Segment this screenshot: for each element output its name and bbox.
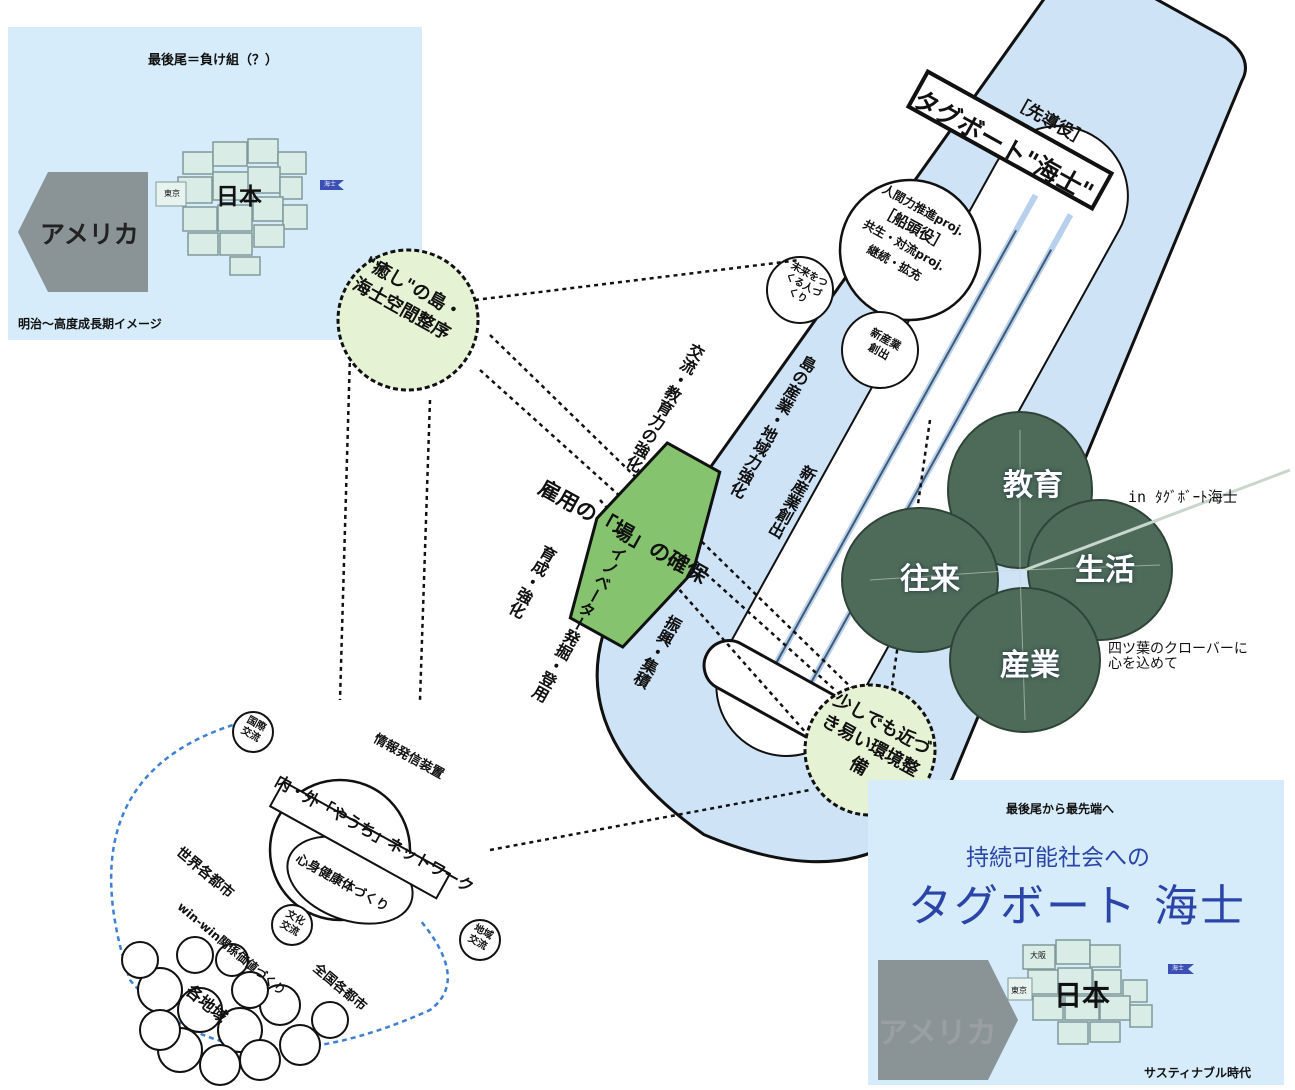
panel-meiji-title: 最後尾＝負け組（？） <box>148 53 279 68</box>
center-diamond <box>568 441 722 649</box>
panel-sustainable-main: タグボート 海士 <box>908 881 1246 932</box>
panel-meiji-tug: 海士 <box>324 181 337 188</box>
clover-bottom: 産業 <box>1000 648 1060 683</box>
clover-top: 教育 <box>1003 468 1063 503</box>
stern-circles <box>121 936 349 1086</box>
panel-meiji: 最後尾＝負け組（？） アメリカ 日本 東京 海士 明治～高度成長期イメージ <box>8 27 422 340</box>
clover-note-1: 四ツ葉のクローバーに <box>1108 641 1248 657</box>
clover-tag: in ﾀｸﾞﾎﾞｰﾄ海士 <box>1128 488 1238 506</box>
panel-sustainable-nihon: 日本 <box>1054 979 1111 1012</box>
clover-note-2: 心を込めて <box>1108 656 1178 672</box>
panel-sustainable-map <box>878 939 1194 1080</box>
panel-sustainable-osaka: 大阪 <box>1030 951 1046 960</box>
panel-sustainable-america: アメリカ <box>878 1016 997 1051</box>
banner-box <box>905 68 1115 212</box>
panel-sustainable-top: 最後尾から最先端へ <box>1006 802 1115 816</box>
panel-sustainable-tug: 海士 <box>1172 965 1185 972</box>
panel-sustainable-tokyo: 東京 <box>1011 986 1027 995</box>
panel-sustainable: 最後尾から最先端へ 持続可能社会への タグボート 海士 アメリカ 日本 大阪 東… <box>868 780 1284 1085</box>
panel-meiji-nihon: 日本 <box>216 184 262 210</box>
stern-outline <box>110 718 450 1050</box>
clover-note: 四ツ葉のクローバーに 心を込めて <box>1108 642 1248 672</box>
panel-meiji-tokyo: 東京 <box>164 189 180 198</box>
panel-sustainable-caption: サスティナブル時代 <box>1144 1066 1252 1080</box>
panel-meiji-america: アメリカ <box>40 220 139 249</box>
clover-right: 生活 <box>1075 553 1135 588</box>
bubble-healing <box>336 248 480 392</box>
panel-meiji-caption: 明治～高度成長期イメージ <box>18 317 162 331</box>
panel-sustainable-sub: 持続可能社会への <box>966 845 1150 871</box>
clover-left: 往来 <box>900 562 960 597</box>
panel-meiji-map <box>18 138 344 292</box>
